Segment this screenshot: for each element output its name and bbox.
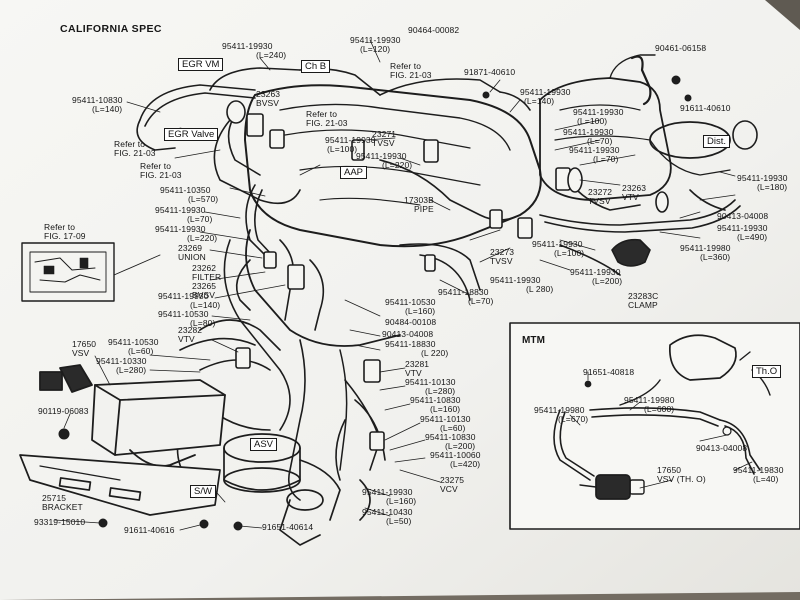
label-95411-19930-l220-b: 95411-19930(L=220): [155, 224, 218, 243]
label-90464-00082: 90464-00082: [408, 25, 460, 35]
label-95411-19930-l490: 95411-19930(L=490): [717, 223, 768, 242]
asv-box: ASV: [250, 438, 278, 451]
label-95411-10830-l140: 95411-10830(L=140): [72, 95, 123, 114]
label-95411-19930-l100-a: 95411-19930(L=100): [573, 107, 624, 126]
label-95411-18830-l220: 95411-18830(L 220): [385, 339, 449, 358]
th-o-box: Th.O: [752, 365, 782, 378]
mtm-label-95411-19980-l670: 95411-19980(L=670): [534, 405, 589, 424]
hook-fitting: [630, 55, 652, 106]
label-95411-19930-l280: 95411-19930(L 280): [490, 275, 554, 294]
label-95411-19930-l140-b: 95411-19930(L=140): [158, 291, 221, 310]
label-91871-40610: 91871-40610: [464, 67, 516, 77]
leader-lines: [54, 39, 736, 531]
label-90484-00108: 90484-00108: [385, 317, 437, 327]
label-95411-19930-l70-c: 95411-19930(L=70): [155, 205, 213, 224]
label-95411-19930-l70-a: 95411-19930(L=70): [563, 127, 614, 146]
label-95411-19930-l160: 95411-19930(L=160): [362, 487, 417, 506]
vsv-canister: [39, 364, 226, 467]
label-95411-19930-l120: 95411-19930(L=120): [350, 35, 401, 54]
label-91611-40616: 91611-40616: [124, 525, 175, 535]
ch-b-box: Ch B: [301, 60, 331, 73]
label-95411-19930-l140-right: 95411-19930(L=140): [520, 87, 571, 106]
sw-box: S/W: [190, 485, 216, 498]
mtm-label-95411-19830-l40: 95411-19830(L=40): [733, 465, 784, 484]
label-90119-06083: 90119-06083: [38, 406, 89, 416]
label-93319-15010: 93319-15010: [34, 517, 86, 527]
label-90413-04008-mid: 90413-04008: [382, 329, 434, 339]
label-91651-40614: 91651-40614: [262, 522, 314, 532]
label-95411-19930-l220: 95411-19930(L=220): [356, 151, 413, 170]
label-95411-19930-l200: 95411-19930(L=200): [570, 267, 623, 286]
mtm-inset: [509, 322, 800, 530]
label-95411-10530-l80: 95411-10530(L=80): [158, 309, 216, 328]
label-90413-04008-right: 90413-04008: [717, 211, 769, 221]
label-95411-10130-l280: 95411-10130(L=280): [405, 377, 456, 396]
fig-17-09-thumbnail: [21, 242, 161, 302]
valve-components: [226, 100, 669, 451]
label-95411-10430-l50: 95411-10430(L=50): [362, 507, 413, 526]
air-cleaner-body: [539, 77, 672, 201]
label-90461-06158: 90461-06158: [655, 43, 707, 53]
label-95411-10060-l420: 95411-10060(L=420): [430, 450, 481, 469]
sheet-corner-shadow: [765, 0, 800, 30]
label-91611-40610: 91611-40610: [680, 103, 731, 113]
label-95411-10130-l60: 95411-10130(L=60): [420, 414, 471, 433]
label-95411-18830-l70: 95411-18830(L=70): [438, 287, 494, 306]
label-95411-10530-l60: 95411-10530(L=60): [108, 337, 159, 356]
dist-box: Dist.: [703, 135, 730, 148]
aap-box: AAP: [340, 166, 368, 179]
label-95411-19930-l100-c: 95411-19930(L=100): [532, 239, 585, 258]
label-95411-10830-l200: 95411-10830(L=200): [425, 432, 476, 451]
label-95411-10830-l160: 95411-10830(L=160): [410, 395, 461, 414]
label-95411-19930-l240: 95411-19930(L=240): [222, 41, 287, 60]
clamp-shape: [611, 238, 651, 267]
label-95411-10330-l280: 95411-10330(L=280): [96, 356, 147, 375]
bolts: [58, 75, 692, 531]
label-95411-10530-l160: 95411-10530(L=160): [385, 297, 436, 316]
label-95411-19930-l180: 95411-19930(L=180): [737, 173, 788, 192]
diagram-title: CALIFORNIA SPEC: [60, 23, 162, 35]
mtm-label-95411-19980-l600: 95411-19980(L=600): [624, 395, 675, 414]
mtm-label-90413-04008: 90413-04008: [696, 443, 748, 453]
label-95411-19930-l70-b: 95411-19930(L=70): [569, 145, 620, 164]
mtm-label-91651-40818: 91651-40818: [583, 367, 635, 377]
label-95411-19930-l100-b: 95411-19930(L=100): [325, 135, 376, 154]
egr-valve-box: EGR Valve: [164, 128, 219, 141]
egr-vm-box: EGR VM: [178, 58, 224, 71]
label-95411-10350-l570: 95411-10350(L=570): [160, 185, 219, 204]
mtm-inset-title: MTM: [522, 335, 546, 346]
asv-unit: [223, 433, 341, 546]
bracket-plate: [19, 454, 221, 516]
label-95411-19980-l360: 95411-19980(L=360): [680, 243, 731, 262]
